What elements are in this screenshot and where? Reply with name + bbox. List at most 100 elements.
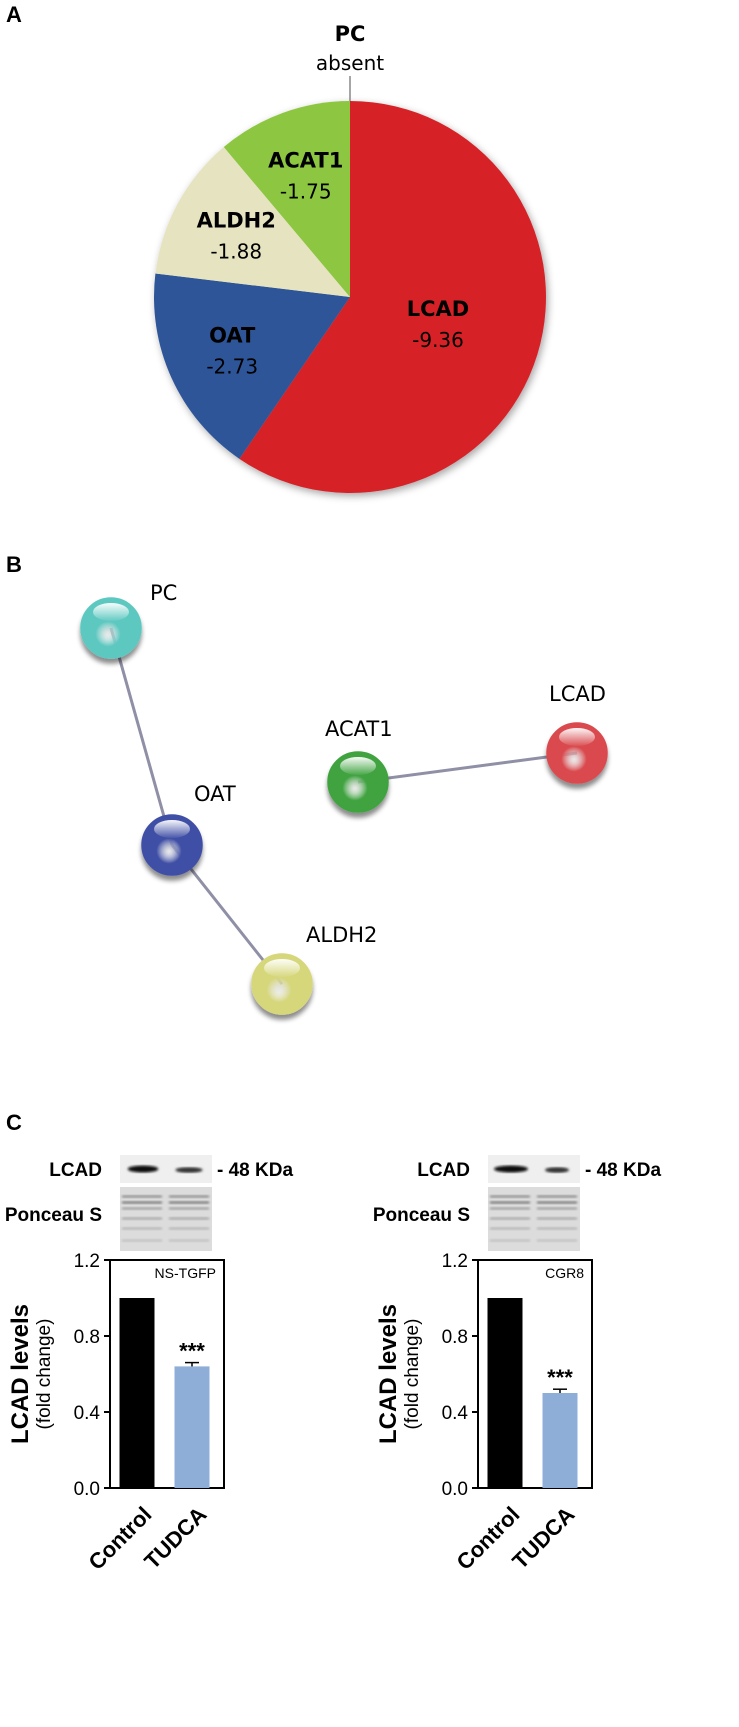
blot-size-label: - 48 KDa xyxy=(217,1160,293,1181)
y-tick-label: 0.8 xyxy=(74,1327,100,1348)
panel-label-a: A xyxy=(6,2,22,27)
x-tick-label-tudca: TUDCA xyxy=(139,1502,211,1574)
pie-label-acat1: ACAT1 xyxy=(268,149,343,173)
network-diagram: PC OAT ALDH2 ACAT1 LCAD xyxy=(80,581,608,1015)
y-axis-title: LCAD levels xyxy=(7,1304,34,1444)
pie-slice-lcad xyxy=(239,101,546,494)
pie-callout-note: absent xyxy=(316,51,384,75)
pie-slice-oat xyxy=(154,273,350,459)
bar-tudca xyxy=(174,1366,210,1488)
panel-label-c: C xyxy=(6,1110,22,1135)
edge-pc-oat xyxy=(109,627,174,846)
pie-value-aldh2: -1.88 xyxy=(210,240,262,264)
pie-value-lcad: -9.36 xyxy=(412,328,464,352)
ponceau-stripe-tudca xyxy=(537,1201,577,1204)
y-axis-title: LCAD levels xyxy=(375,1304,402,1444)
pie-slice-aldh2 xyxy=(155,147,350,297)
y-tick-label: 0.0 xyxy=(442,1479,468,1500)
ponceau-stripe-tudca xyxy=(537,1227,577,1230)
node-lcad xyxy=(546,722,608,784)
pie-slice-acat1 xyxy=(223,101,350,297)
pie-callout-label: PC xyxy=(335,22,366,46)
edge-acat1-lcad xyxy=(357,751,578,784)
ponceau-stripe-tudca xyxy=(537,1195,577,1198)
blot-protein-label: LCAD xyxy=(417,1160,470,1181)
ponceau-stripe-tudca xyxy=(537,1239,577,1242)
pie-label-oat: OAT xyxy=(209,323,256,347)
y-axis-subtitle: (fold change) xyxy=(402,1319,423,1430)
node-acat1 xyxy=(327,751,389,813)
pie-value-oat: -2.73 xyxy=(206,354,258,378)
x-tick-label-control: Control xyxy=(451,1502,524,1575)
ponceau-stripe-control xyxy=(490,1239,530,1242)
y-tick-label: 0.8 xyxy=(442,1327,468,1348)
node-aldh2 xyxy=(251,953,313,1015)
ponceau-stripe-control xyxy=(490,1207,530,1210)
ponceau-stripe-control xyxy=(490,1217,530,1220)
node-label-pc: PC xyxy=(150,581,177,605)
y-tick-label: 1.2 xyxy=(442,1251,468,1272)
blot-protein-label: LCAD xyxy=(49,1160,102,1181)
node-highlight-pc xyxy=(93,603,129,621)
significance-marker: *** xyxy=(547,1365,573,1390)
ponceau-stripe-tudca xyxy=(537,1207,577,1210)
ponceau-stripe-tudca xyxy=(169,1227,209,1230)
plot-frame xyxy=(477,1259,593,1489)
blot-band-tudca xyxy=(175,1167,203,1173)
ponceau-stripe-tudca xyxy=(537,1217,577,1220)
ponceau-stripe-control xyxy=(122,1207,162,1210)
x-tick-label-control: Control xyxy=(83,1502,156,1575)
node-oat xyxy=(141,814,203,876)
pie-chart: LCAD -9.36 OAT -2.73 ALDH2 -1.88 ACAT1 -1.75 PC a… xyxy=(154,22,546,494)
ponceau-stripe-tudca xyxy=(169,1217,209,1220)
pie-label-lcad: LCAD xyxy=(407,297,469,321)
node-label-acat1: ACAT1 xyxy=(325,717,393,741)
ponceau-stripe-control xyxy=(490,1201,530,1204)
bar-control xyxy=(487,1298,523,1488)
ponceau-stripe-tudca xyxy=(169,1239,209,1242)
blot-size-label: - 48 KDa xyxy=(585,1160,661,1181)
ponceau-stripe-control xyxy=(122,1227,162,1230)
y-tick-label: 0.4 xyxy=(74,1403,101,1424)
ponceau-stripe-control xyxy=(122,1239,162,1242)
y-tick-label: 0.4 xyxy=(442,1403,469,1424)
node-label-oat: OAT xyxy=(194,782,236,806)
bar-control xyxy=(119,1298,155,1488)
y-tick-label: 1.2 xyxy=(74,1251,100,1272)
significance-marker: *** xyxy=(179,1339,205,1364)
blot-band-control xyxy=(494,1165,528,1173)
x-tick-label-tudca: TUDCA xyxy=(507,1502,579,1574)
node-label-aldh2: ALDH2 xyxy=(306,923,377,947)
ponceau-stripe-control xyxy=(122,1195,162,1198)
ponceau-stripe-control xyxy=(490,1227,530,1230)
inset-label: CGR8 xyxy=(545,1265,584,1281)
node-pc xyxy=(80,597,142,659)
blot-band-tudca xyxy=(545,1167,569,1173)
blot-loading-label: Ponceau S xyxy=(373,1205,470,1226)
node-highlight-lcad xyxy=(559,728,595,746)
y-axis-subtitle: (fold change) xyxy=(34,1319,55,1430)
blot-band-control xyxy=(127,1165,159,1173)
bar-tudca xyxy=(542,1393,578,1488)
node-highlight-acat1 xyxy=(340,757,376,775)
ponceau-stripe-control xyxy=(122,1217,162,1220)
inset-label: NS-TGFP xyxy=(155,1265,216,1281)
node-highlight-oat xyxy=(154,820,190,838)
ponceau-stripe-control xyxy=(490,1195,530,1198)
panel-label-b: B xyxy=(6,552,22,577)
plot-frame xyxy=(109,1259,225,1489)
ponceau-stripe-tudca xyxy=(169,1201,209,1204)
ponceau-stripe-tudca xyxy=(169,1207,209,1210)
pie-label-aldh2: ALDH2 xyxy=(197,209,276,233)
blot-loading-label: Ponceau S xyxy=(5,1205,102,1226)
pie-slices xyxy=(154,101,546,494)
ponceau-stripe-control xyxy=(122,1201,162,1204)
pie-value-acat1: -1.75 xyxy=(280,180,332,204)
node-highlight-aldh2 xyxy=(264,959,300,977)
ponceau-stripe-tudca xyxy=(169,1195,209,1198)
node-label-lcad: LCAD xyxy=(549,682,606,706)
y-tick-label: 0.0 xyxy=(74,1479,100,1500)
